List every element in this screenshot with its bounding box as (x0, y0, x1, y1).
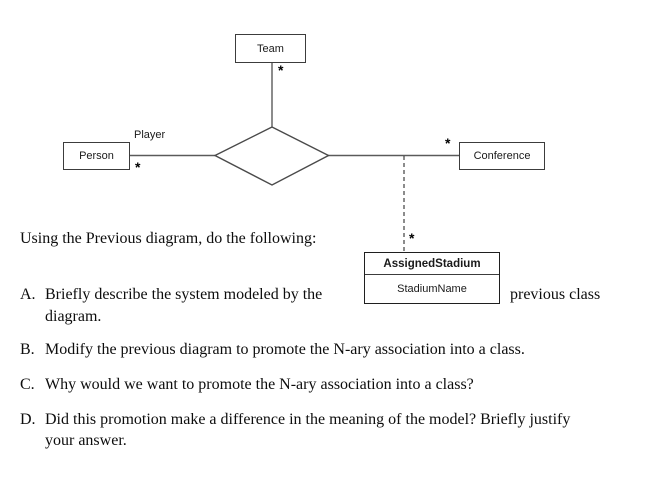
question-c-text: Why would we want to promote the N-ary a… (45, 376, 474, 393)
question-b-text: Modify the previous diagram to promote t… (45, 341, 525, 358)
nary-association-diamond (213, 126, 331, 186)
question-a-label: A. (20, 286, 36, 303)
multiplicity-assigned-stadium: * (409, 230, 415, 246)
multiplicity-person: * (135, 159, 141, 175)
question-d-label: D. (20, 411, 36, 428)
question-b-label: B. (20, 341, 35, 358)
question-d: D. Did this promotion make a difference … (20, 410, 570, 430)
class-label-person: Person (79, 150, 114, 162)
question-d-text: Did this promotion make a difference in … (45, 411, 571, 428)
role-label-player: Player (134, 129, 166, 141)
question-b: B. Modify the previous diagram to promot… (20, 340, 525, 360)
association-class-attribute: StadiumName (397, 283, 467, 295)
class-label-conference: Conference (473, 150, 531, 162)
question-d-continuation: your answer. (45, 432, 127, 449)
question-c: C. Why would we want to promote the N-ar… (20, 375, 474, 395)
question-intro: Using the Previous diagram, do the follo… (20, 230, 317, 247)
class-box-person: Person (63, 142, 130, 170)
multiplicity-conference: * (445, 135, 451, 151)
multiplicity-team: * (278, 62, 284, 78)
question-c-label: C. (20, 376, 35, 393)
class-box-conference: Conference (459, 142, 545, 170)
question-a-wrap-text: previous class (510, 286, 601, 303)
class-box-team: Team (235, 34, 306, 63)
class-label-team: Team (257, 42, 284, 55)
question-a: A. Briefly describe the system modeled b… (20, 285, 322, 305)
question-a-text: Briefly describe the system modeled by t… (45, 286, 323, 303)
question-a-continuation: diagram. (45, 308, 102, 325)
association-class-name: AssignedStadium (365, 253, 499, 275)
association-class-box: AssignedStadium StadiumName (364, 252, 500, 304)
